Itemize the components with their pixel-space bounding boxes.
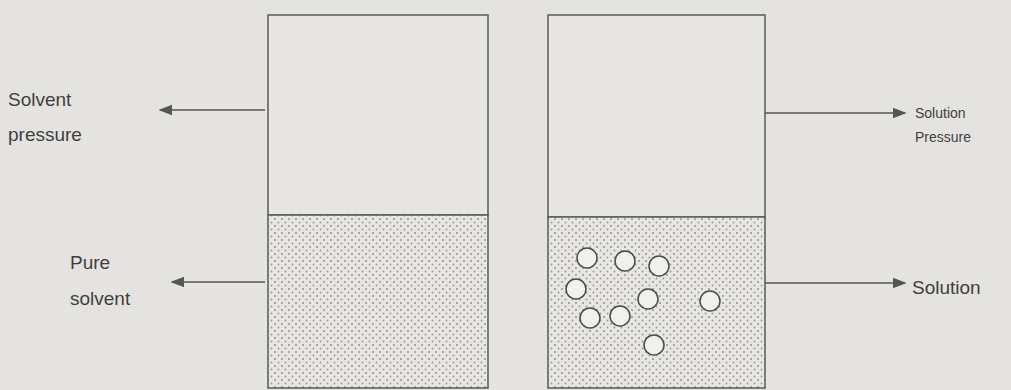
text-label: Solution <box>912 270 1007 305</box>
solvent-beaker <box>268 15 488 388</box>
solution-beaker <box>548 15 765 388</box>
leader-arrows <box>160 110 905 283</box>
text-label: Pure solvent <box>70 245 160 317</box>
solute-particles <box>566 248 720 355</box>
text-label: Solvent pressure <box>8 82 108 152</box>
text-label: Solution Pressure <box>915 101 1000 149</box>
